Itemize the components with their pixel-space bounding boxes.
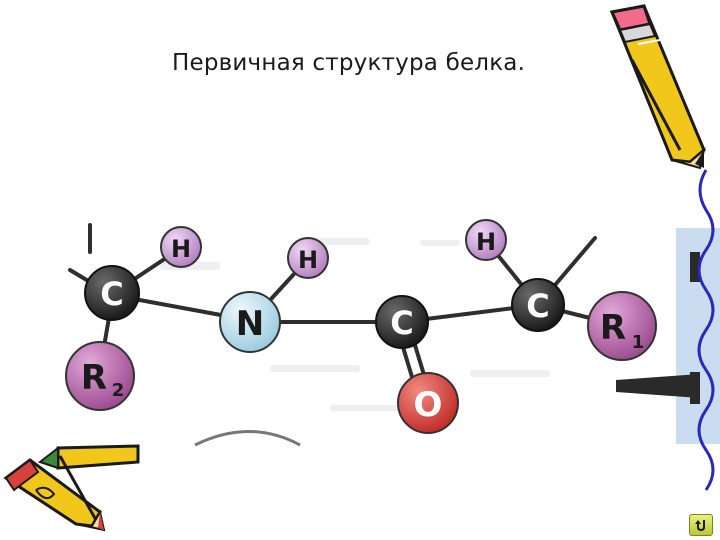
svg-text:C: C — [390, 304, 413, 342]
svg-text:R: R — [81, 358, 107, 398]
svg-text:H: H — [298, 246, 318, 274]
svg-text:2: 2 — [112, 380, 125, 401]
svg-text:R: R — [600, 308, 626, 348]
slide-title: Первичная структура белка. — [172, 50, 526, 76]
svg-text:C: C — [100, 275, 123, 313]
atom-h2: H — [287, 237, 329, 279]
svg-text:O: O — [414, 385, 443, 425]
return-arrow-icon — [695, 520, 705, 532]
atom-r1: R 1 — [587, 291, 657, 361]
side-panel — [616, 228, 720, 444]
atom-h1: H — [160, 226, 202, 268]
svg-text:1: 1 — [632, 332, 645, 353]
partial-arc — [194, 430, 301, 447]
svg-text:H: H — [476, 228, 496, 256]
svg-text:H: H — [171, 235, 191, 263]
atom-o: O — [397, 372, 459, 434]
atom-n: N — [219, 291, 281, 353]
atom-c1: C — [84, 265, 140, 321]
svg-text:C: C — [526, 287, 549, 325]
atom-c2: C — [375, 295, 429, 349]
background-texture — [160, 238, 550, 411]
atom-r2: R 2 — [65, 341, 135, 411]
atom-h3: H — [465, 219, 507, 261]
edge-ornament — [697, 169, 715, 491]
atom-c3: C — [511, 278, 565, 332]
pencils-icon — [3, 444, 140, 532]
svg-text:N: N — [236, 304, 264, 344]
return-button[interactable] — [689, 514, 713, 536]
pencil-icon — [609, 4, 706, 170]
